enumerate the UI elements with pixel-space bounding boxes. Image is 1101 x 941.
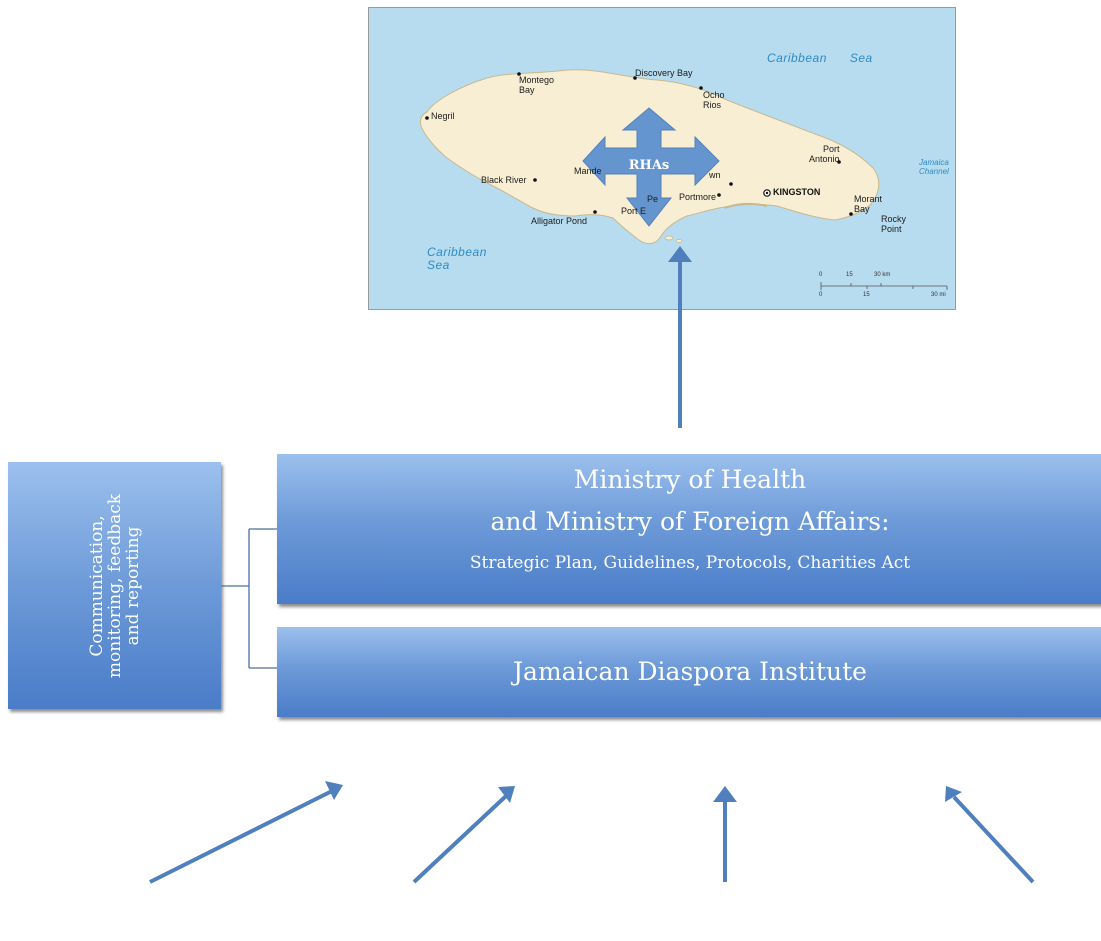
city-label-discovery-bay: Discovery Bay <box>635 68 693 78</box>
scale-bar <box>820 282 948 290</box>
scale-mi-30: 30 mi <box>931 292 946 298</box>
city-label-alligator-pond: Alligator Pond <box>531 216 588 226</box>
rha-label: RHAs <box>628 158 670 173</box>
ministry-subtitle: Strategic Plan, Guidelines, Protocols, C… <box>469 553 911 573</box>
jamaica-map: Montego Bay Discovery Bay Ocho Rios Negr… <box>368 7 956 310</box>
bottom-arrow-2 <box>412 786 515 884</box>
channel-label: Jamaica Channel <box>919 158 949 176</box>
city-label-portmore: Portmore <box>679 192 717 202</box>
city-label-black-river: Black River <box>481 175 527 185</box>
bottom-arrow-4 <box>945 786 1035 884</box>
communication-box: Communication, monitoring, feedback and … <box>8 462 221 709</box>
ministry-title-line2: and Ministry of Foreign Affairs: <box>490 507 890 536</box>
jdi-label: Jamaican Diaspora Institute <box>513 657 867 686</box>
city-label-montego-bay: Montego Bay <box>519 75 555 95</box>
bracket-connector <box>221 528 277 669</box>
bottom-arrow-3 <box>713 786 737 882</box>
city-label-negril: Negril <box>431 111 455 121</box>
sea-label-north: Caribbean Sea <box>767 51 873 65</box>
scale-mi-15: 15 <box>863 292 870 298</box>
scale-km-30: 30 km <box>874 272 891 278</box>
city-dots <box>425 72 853 216</box>
city-label-rocky-point: Rocky Point <box>881 214 907 234</box>
cay-shape <box>664 235 674 241</box>
bottom-arrow-1 <box>149 781 343 884</box>
scale-mi-0: 0 <box>819 292 823 298</box>
ministry-title-line1: Ministry of Health <box>573 465 807 494</box>
city-label-morant-bay: Morant Bay <box>854 194 883 214</box>
city-label-port-antonio: Port Antonio <box>809 144 840 164</box>
city-label-spanish-town-fragment: wn <box>709 170 721 180</box>
scale-km-15: 15 <box>846 272 853 278</box>
city-label-may-pen-fragment: Pe <box>647 194 659 204</box>
rha-four-way-arrow <box>582 107 720 227</box>
communication-label: Communication, monitoring, feedback and … <box>86 493 143 678</box>
cay-shape <box>675 239 683 243</box>
ministry-box: Ministry of Health and Ministry of Forei… <box>277 454 1101 604</box>
city-label-kingston: KINGSTON <box>773 187 821 197</box>
city-label-ocho-rios: Ocho Rios <box>703 90 725 110</box>
jdi-box: Jamaican Diaspora Institute <box>277 627 1101 717</box>
palisadoes-spit <box>724 202 768 209</box>
sea-label-south: Caribbean Sea <box>427 245 487 272</box>
map-graphic <box>420 69 948 290</box>
city-label-port-esquivel: Port E <box>621 206 647 216</box>
scale-km-0: 0 <box>819 272 823 278</box>
city-label-mandeville: Mande <box>574 166 602 176</box>
